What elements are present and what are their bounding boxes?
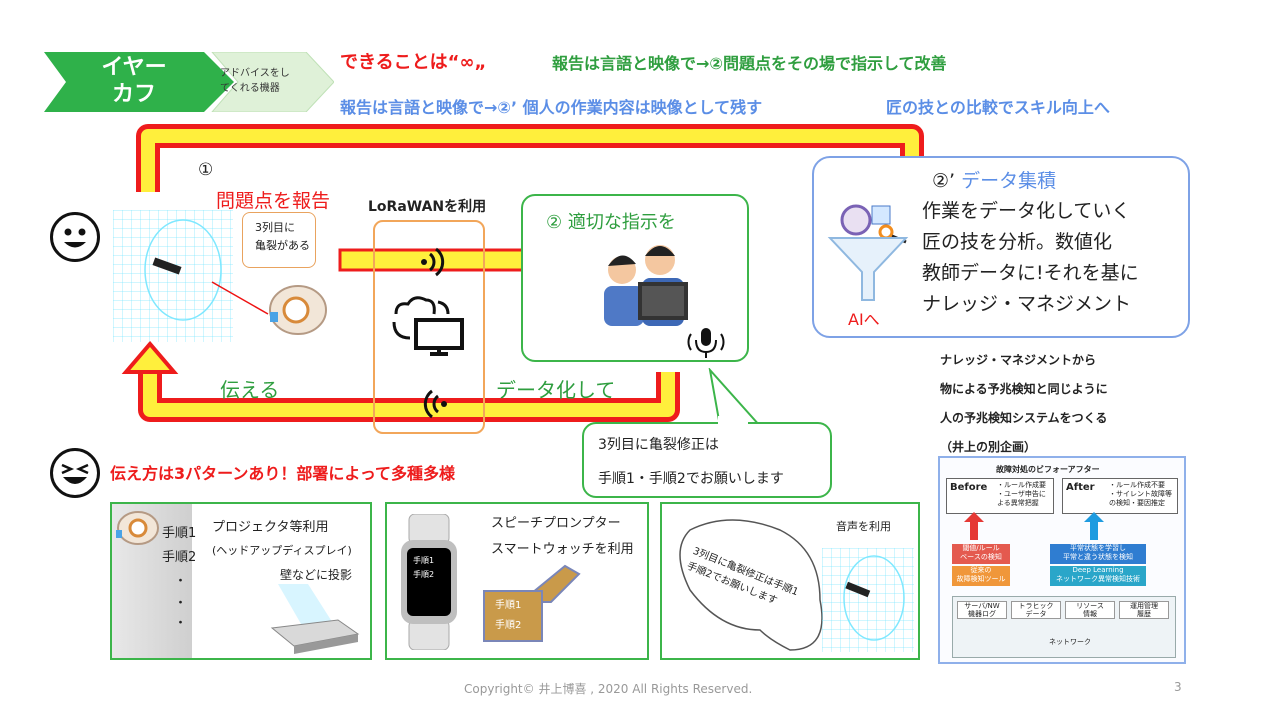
data-description: 作業をデータ化していく 匠の技を分析。数値化 教師データに!それを基に ナレッジ… xyxy=(922,200,1139,315)
head-image xyxy=(822,548,914,652)
page-number: 3 xyxy=(1174,680,1182,694)
projector-note: 壁などに投影 xyxy=(280,568,353,582)
left-rule-box: 閾値/ルール ベースの検知 xyxy=(952,544,1010,564)
workers-illustration xyxy=(604,245,688,326)
step2-label: ② 適切な指示を xyxy=(546,212,676,233)
convey-label: 伝える xyxy=(220,378,280,402)
smartwatch-icon xyxy=(401,514,457,650)
before-after-diagram: 故障対処のビフォーアフター Before ・ルール作成要・ユーザ申告による異常把… xyxy=(938,456,1186,664)
network-label: ネットワーク xyxy=(1049,638,1091,646)
projected-steps: 手順1 手順2 ・ ・ ・ xyxy=(162,526,197,631)
ai-funnel-icon xyxy=(827,204,909,301)
step1-number: ① xyxy=(198,160,214,180)
after-notes: ・ルール作成不要・サイレント故障等の検知・要因推定 xyxy=(1109,481,1172,507)
wifi-signal-icon xyxy=(421,247,445,277)
projector-sub: (ヘッドアップディスプレイ) xyxy=(212,544,352,557)
knowledge-text: ナレッジ・マネジメントから 物による予兆検知と同じように 人の予兆検知システムを… xyxy=(940,353,1108,454)
voice-title: 音声を利用 xyxy=(836,520,891,533)
instruction-box xyxy=(521,194,749,362)
after-label: After xyxy=(1066,482,1095,493)
lorawan-label: LoRaWANを利用 xyxy=(368,199,487,215)
instruction-bubble: 3列目に亀裂修正は手順1・手順2でお願いします xyxy=(582,422,832,498)
source-item: トラヒック データ xyxy=(1011,601,1061,619)
cloud-sync-icon xyxy=(392,296,464,356)
microphone-icon xyxy=(687,328,725,358)
step1-label: 問題点を報告 xyxy=(216,190,331,212)
headline-green: 報告は言語と映像で→②問題点をその場で指示して改善 xyxy=(552,54,947,73)
report-bubble: 3列目に亀裂がある xyxy=(242,212,316,268)
smartwatch-title: スマートウォッチを利用 xyxy=(491,542,634,557)
before-panel: Before ・ルール作成要・ユーザ申告による異常把握 xyxy=(946,478,1054,514)
headline-blue-b: 匠の技との比較でスキル向上へ xyxy=(886,98,1110,117)
step2p-label: ②’ データ集積 xyxy=(932,170,1057,192)
right-learn-box: 平常状態を学習し 平常と違う状態を検知 xyxy=(1050,544,1146,564)
source-item: サーバ/NW 機器ログ xyxy=(957,601,1007,619)
badge-arrow xyxy=(44,52,334,112)
speech-prompter-title: スピーチプロンプター xyxy=(491,516,621,531)
source-item: リソース 情報 xyxy=(1065,601,1115,619)
wifi-signal-return-icon xyxy=(423,389,447,419)
before-label: Before xyxy=(950,482,988,493)
projector-icon xyxy=(270,584,360,654)
badge-title: イヤーカフ xyxy=(101,55,167,107)
source-row: サーバ/NW 機器ログ トラヒック データ リソース 情報 運用管理 履歴 ネッ… xyxy=(952,596,1176,658)
infinity-headline: できることは“∞„ xyxy=(340,52,487,73)
speech-cloud xyxy=(679,519,823,651)
head-earcuff-image xyxy=(113,210,233,342)
pointer-line xyxy=(211,281,269,315)
ai-label: AIへ xyxy=(848,310,880,329)
headline-blue-a: 報告は言語と映像で→②’ 個人の作業内容は映像として残す xyxy=(340,98,763,117)
before-notes: ・ルール作成要・ユーザ申告による異常把握 xyxy=(997,481,1046,507)
lorawan-box xyxy=(373,220,485,434)
left-tool-box: 従来の 故障検知ツール xyxy=(952,566,1010,586)
projector-panel: 手順1 手順2 ・ ・ ・ プロジェクタ等利用 (ヘッドアップディスプレイ) 壁… xyxy=(110,502,372,660)
patterns-heading: 伝え方は3パターンあり！部署によって多種多様 xyxy=(110,464,456,483)
bubble-tail-cover xyxy=(718,416,748,426)
copyright: Copyright© 井上博喜 , 2020 All Rights Reserv… xyxy=(464,682,753,696)
diagram-arrows xyxy=(964,512,1104,540)
right-dl-box: Deep Learning ネットワーク異常検知技術 xyxy=(1050,566,1146,586)
smiley-face-icon xyxy=(50,212,100,262)
turbine-icon xyxy=(116,511,159,545)
laughing-face-icon xyxy=(50,448,100,498)
projector-title: プロジェクタ等利用 xyxy=(212,520,329,535)
subbadge-text: アドバイスをしてくれる機器 xyxy=(220,68,290,94)
turbine-icon xyxy=(269,285,327,335)
source-item: 運用管理 履歴 xyxy=(1119,601,1169,619)
datafy-label: データ化して xyxy=(496,378,616,402)
diagram-title: 故障対処のビフォーアフター xyxy=(996,465,1100,474)
after-panel: After ・ルール作成不要・サイレント故障等の検知・要因推定 xyxy=(1062,478,1178,514)
